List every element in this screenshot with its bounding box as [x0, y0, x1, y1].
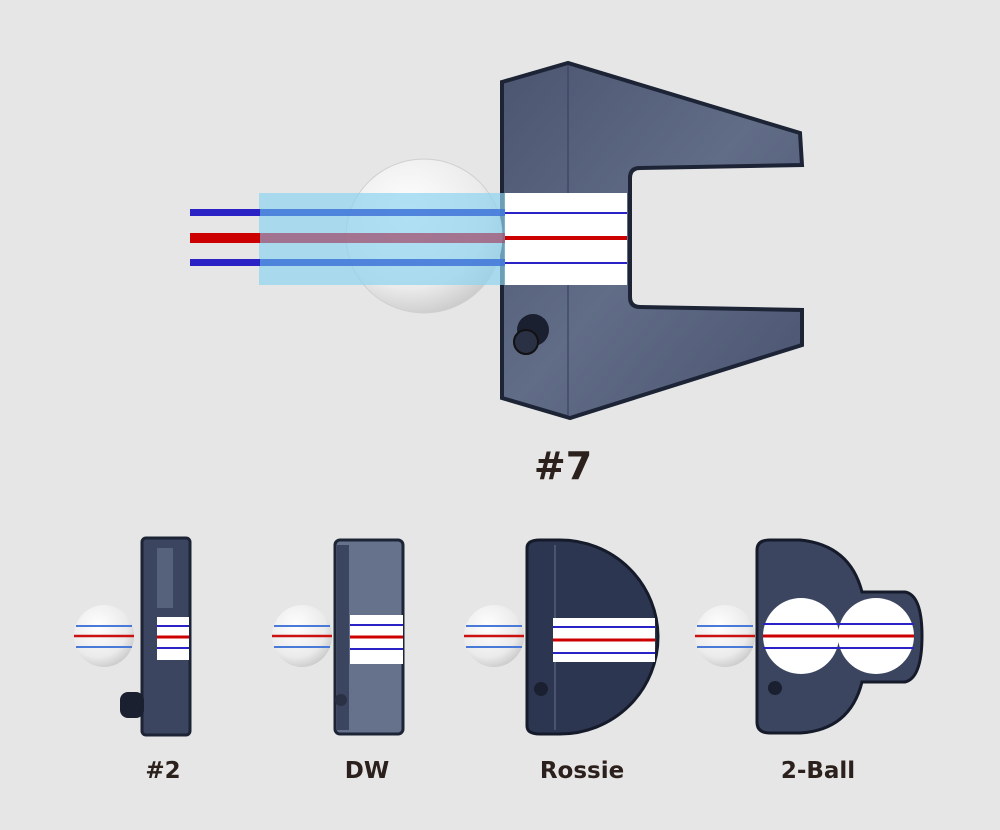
- putter-rossie-graphic: [525, 538, 660, 736]
- putter-dw-graphic: [333, 538, 405, 736]
- putter-dw-label: DW: [344, 758, 390, 784]
- putter-2-label: #2: [145, 758, 181, 784]
- putter-rossie-label: Rossie: [539, 758, 625, 784]
- putter-7-label: #7: [533, 444, 593, 488]
- small-golf-balls: [74, 605, 755, 667]
- putter-2ball-label: 2-Ball: [780, 758, 856, 784]
- putter-2-graphic: [120, 536, 192, 737]
- alignment-lines-main: [190, 209, 627, 266]
- putter-7-head: [500, 60, 805, 421]
- putter-2ball-graphic: [755, 538, 924, 735]
- putter-7-graphic: [500, 60, 805, 421]
